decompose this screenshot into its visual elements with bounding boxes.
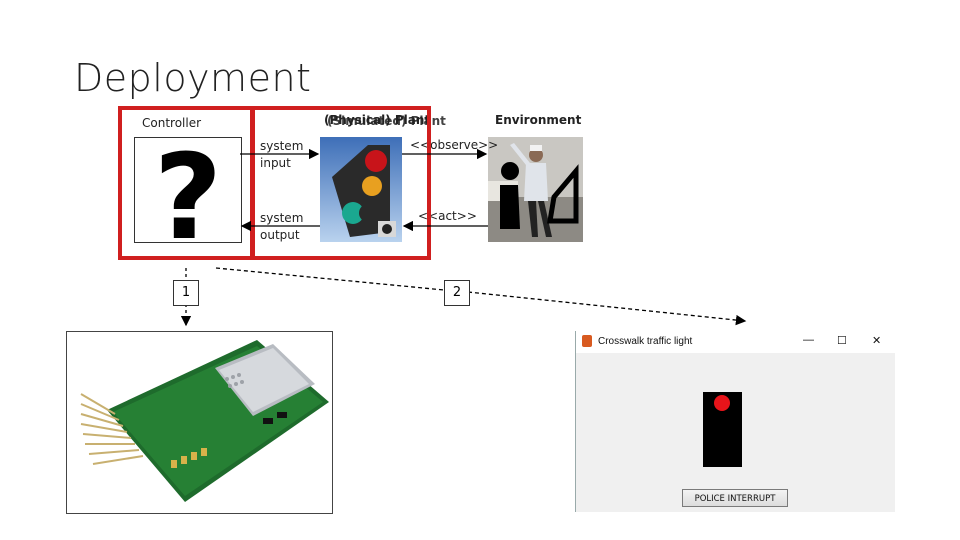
window-titlebar: Crosswalk traffic light — ☐ ✕ [576, 331, 895, 353]
system-frame [251, 106, 431, 260]
police-interrupt-button[interactable]: POLICE INTERRUPT [682, 489, 788, 507]
deploy-2-dash-left [215, 267, 445, 291]
traffic-light-body [703, 392, 742, 467]
environment-image [488, 137, 583, 242]
act-label: <<act>> [418, 209, 477, 223]
simulated-plant-label: (Simulated) Plant [327, 114, 446, 128]
plant-image [320, 137, 402, 242]
marker-two: 2 [444, 280, 470, 306]
minimize-button[interactable]: — [803, 334, 814, 346]
java-cup-icon [382, 224, 392, 234]
system-input-label: system input [260, 139, 304, 170]
java-cup-icon [582, 335, 592, 347]
environment-label: Environment [495, 113, 582, 127]
red-signal-lamp [714, 395, 730, 411]
crosswalk-window: Crosswalk traffic light — ☐ ✕ POLICE INT… [575, 331, 895, 512]
police-officer-icon [488, 137, 583, 242]
hardware-board-image [66, 331, 333, 514]
maximize-button[interactable]: ☐ [837, 335, 847, 347]
traffic-light-icon [320, 137, 402, 242]
circuit-board-icon [80, 340, 329, 502]
controller-frame [118, 106, 254, 260]
controller-box: ? [134, 137, 242, 243]
page-title: Deployment [74, 56, 312, 100]
marker-one: 1 [173, 280, 199, 306]
system-output-label: system output [260, 211, 304, 242]
deploy-2-arrow [467, 291, 747, 326]
controller-label: Controller [142, 116, 202, 130]
physical-plant-label: (Physical) Plant [324, 113, 431, 127]
close-button[interactable]: ✕ [872, 335, 882, 347]
svg-text:?: ? [154, 138, 222, 242]
window-title: Crosswalk traffic light [598, 336, 693, 347]
observe-label: <<observe>> [410, 138, 499, 152]
question-mark-icon: ? [154, 138, 222, 242]
